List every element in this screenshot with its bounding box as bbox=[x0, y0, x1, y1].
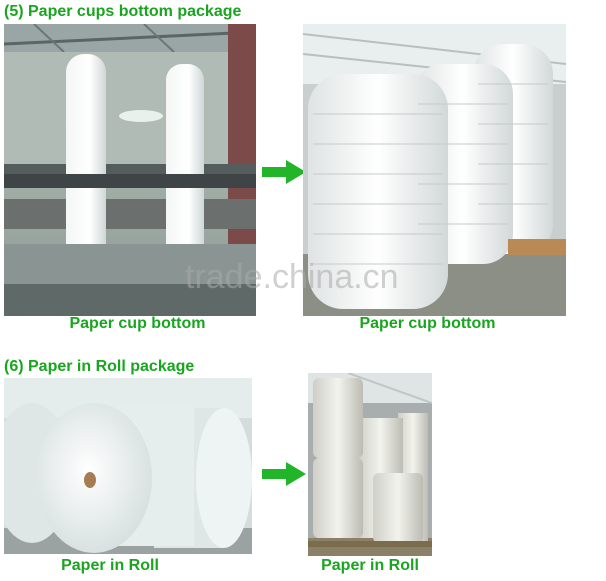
arrow-right-icon bbox=[262, 160, 306, 189]
arrow-right-icon bbox=[262, 462, 306, 491]
paper-in-roll-package-photo bbox=[308, 373, 432, 556]
paper-in-roll-right-caption: Paper in Roll bbox=[321, 557, 419, 574]
paper-cup-bottom-machine-photo bbox=[4, 24, 256, 316]
paper-cup-bottom-package-photo bbox=[303, 24, 566, 316]
section-5-heading: (5) Paper cups bottom package bbox=[4, 3, 242, 20]
paper-in-roll-photo bbox=[4, 378, 252, 554]
watermark: trade.china.cn bbox=[185, 258, 399, 296]
paper-cup-bottom-left-caption: Paper cup bottom bbox=[69, 315, 206, 332]
section-6-heading: (6) Paper in Roll package bbox=[4, 358, 195, 375]
paper-cup-bottom-right-caption: Paper cup bottom bbox=[359, 315, 496, 332]
paper-in-roll-left-caption: Paper in Roll bbox=[61, 557, 159, 574]
